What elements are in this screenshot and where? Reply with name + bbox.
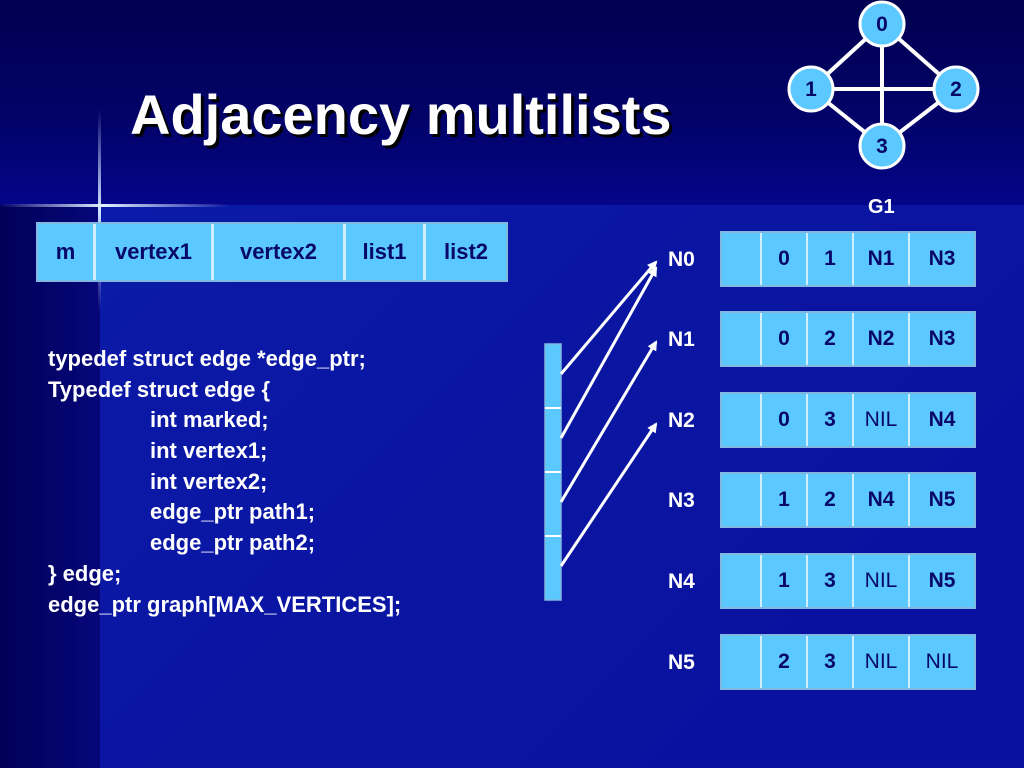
code-block: typedef struct edge *edge_ptr; Typedef s…: [48, 344, 401, 620]
edge-node-n2: 0 3 NIL N4: [720, 392, 976, 448]
pointer-arrows: [559, 260, 658, 567]
edge-node-n1: 0 2 N2 N3: [720, 311, 976, 367]
node-path2-cell: N5: [928, 569, 956, 592]
node-vertex2-cell: 3: [808, 394, 854, 446]
code-line: edge_ptr path2;: [150, 530, 316, 556]
node-vertex2-cell: 1: [808, 233, 854, 285]
code-line: } edge;: [48, 560, 122, 586]
node-label-n4: N4: [668, 570, 695, 593]
graph-vertex-label: 2: [950, 78, 962, 101]
node-path1-cell: NIL: [854, 394, 910, 446]
edge-node-n3: 1 2 N4 N5: [720, 472, 976, 528]
node-vertex1-cell: 1: [762, 474, 808, 526]
code-line: int marked;: [150, 407, 269, 433]
node-vertex2-cell: 3: [808, 636, 854, 688]
node-vertex2-cell: 2: [808, 474, 854, 526]
graph-vertex-label: 3: [876, 135, 888, 158]
pointer-arrow-0-to-n0: [559, 260, 658, 375]
code-line: edge_ptr graph[MAX_VERTICES];: [48, 591, 402, 617]
node-vertex1-cell: 0: [762, 394, 808, 446]
code-line: int vertex1;: [150, 438, 268, 464]
node-path2-cell: NIL: [925, 650, 959, 673]
node-path2-cell: N3: [928, 327, 956, 350]
node-vertex1-cell: 1: [762, 555, 808, 607]
code-line: int vertex2;: [150, 468, 268, 494]
node-vertex1-cell: 2: [762, 636, 808, 688]
background-top-band: [0, 0, 1024, 205]
node-path1-cell: N2: [854, 313, 910, 365]
light-flare-vertical: [98, 110, 101, 310]
graph-vertex-1: 1: [787, 65, 835, 113]
node-vertex1-cell: 0: [762, 313, 808, 365]
graph-vertex-label: 0: [876, 13, 888, 36]
pointer-arrow-2-to-n1: [559, 340, 658, 503]
node-path1-cell: NIL: [854, 555, 910, 607]
node-path2-cell: N4: [928, 408, 956, 431]
pointer-arrow-3-to-n2: [559, 422, 658, 567]
node-label-n0: N0: [668, 248, 695, 271]
code-line: edge_ptr path1;: [150, 499, 316, 525]
node-path1-cell: NIL: [854, 636, 910, 688]
node-marked-cell: [722, 636, 762, 688]
struct-field-list2: list2: [443, 239, 489, 264]
node-vertex1-cell: 0: [762, 233, 808, 285]
node-marked-cell: [722, 233, 762, 285]
graph-vertex-label: 1: [805, 78, 817, 101]
node-label-n1: N1: [668, 328, 695, 351]
struct-field-vertex2: vertex2: [214, 224, 346, 280]
node-path2-cell: N3: [928, 247, 956, 270]
node-vertex2-cell: 3: [808, 555, 854, 607]
graph-vertex-0: 0: [858, 0, 906, 48]
code-line: typedef struct edge *edge_ptr;: [48, 346, 366, 371]
code-line: Typedef struct edge {: [48, 376, 271, 402]
edge-node-n4: 1 3 NIL N5: [720, 553, 976, 609]
edge-node-n0: 0 1 N1 N3: [720, 231, 976, 287]
struct-field-list1: list1: [346, 224, 426, 280]
node-label-n2: N2: [668, 409, 695, 432]
slide-title: Adjacency multilists: [130, 83, 672, 146]
node-marked-cell: [722, 394, 762, 446]
struct-field-m: m: [38, 224, 96, 280]
node-label-n3: N3: [668, 489, 695, 512]
node-label-n5: N5: [668, 651, 695, 674]
graph-pointer-array: [544, 343, 562, 601]
node-marked-cell: [722, 555, 762, 607]
pointer-arrow-1-to-n0: [559, 266, 658, 439]
edge-struct-layout: m vertex1 vertex2 list1 list2: [36, 222, 508, 282]
node-vertex2-cell: 2: [808, 313, 854, 365]
light-flare-horizontal: [0, 204, 230, 207]
struct-field-vertex1: vertex1: [96, 224, 214, 280]
graph-vertex-3: 3: [858, 122, 906, 170]
graph-label: G1: [868, 196, 895, 218]
graph-vertex-2: 2: [932, 65, 980, 113]
node-marked-cell: [722, 313, 762, 365]
node-path1-cell: N1: [854, 233, 910, 285]
node-path2-cell: N5: [928, 488, 956, 511]
edge-node-n5: 2 3 NIL NIL: [720, 634, 976, 690]
node-path1-cell: N4: [854, 474, 910, 526]
node-marked-cell: [722, 474, 762, 526]
